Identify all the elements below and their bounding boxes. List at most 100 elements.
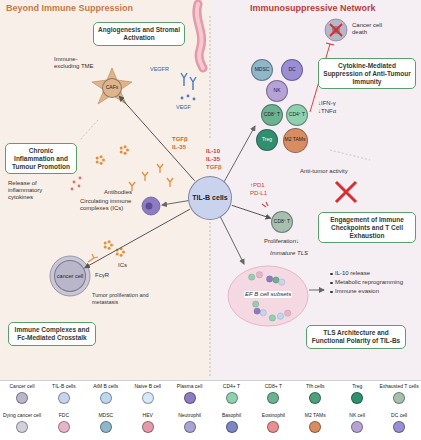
legend-label: CD8+ T xyxy=(265,384,282,390)
legend-item: Plasma cell xyxy=(169,384,211,404)
legend-label: DC cell xyxy=(391,413,407,419)
annotation: Tumor proliferation and metastasis xyxy=(92,292,154,305)
legend-swatch xyxy=(16,392,28,404)
box-text: Angiogenesis and Stromal Activation xyxy=(98,26,180,42)
annotation: IL-35 xyxy=(206,156,220,163)
connector xyxy=(119,96,194,181)
legend: Cancer cell TIL-B cells AtM B cells Naive B… xyxy=(0,380,421,440)
complex-dot xyxy=(108,240,111,243)
annotation: PD-L1 xyxy=(250,190,267,197)
legend-item: Exhausted T cells xyxy=(378,384,420,404)
tls-cell xyxy=(279,279,285,285)
annotation: Immune evasion xyxy=(330,288,379,295)
annotation: ↓IFN-γ xyxy=(318,100,336,107)
center-cell: TIL-B cells xyxy=(188,176,232,220)
cell-label: Treg xyxy=(262,137,272,143)
legend-swatch xyxy=(58,421,70,433)
annotation: ↓TNFα xyxy=(318,108,336,115)
topic-box: Chronic Inflammation and Tumour Promotio… xyxy=(5,143,77,174)
tls-cell xyxy=(260,310,266,316)
legend-item: NK cell xyxy=(336,413,378,433)
tls-cell xyxy=(254,308,260,314)
legend-label: TIL-B cells xyxy=(52,384,76,390)
annotation: Proliferation↓ xyxy=(264,238,299,245)
legend-swatch xyxy=(58,392,70,404)
checkpoint-receptor xyxy=(262,202,268,207)
connector xyxy=(85,209,190,268)
legend-swatch xyxy=(351,421,363,433)
complex-dot xyxy=(124,152,127,155)
cell-node: Treg xyxy=(256,129,278,151)
legend-item: AtM B cells xyxy=(85,384,127,404)
legend-item: CD4+ T xyxy=(211,384,253,404)
cell-node: DC xyxy=(281,59,303,81)
legend-item: Treg xyxy=(336,384,378,404)
legend-item: HEV xyxy=(127,413,169,433)
antibody xyxy=(142,172,148,181)
legend-item: Cancer cell xyxy=(1,384,43,404)
annotation: Immature TLS xyxy=(270,250,308,257)
caf-body xyxy=(92,68,132,104)
annotation: VEGFR xyxy=(150,66,169,73)
legend-label: Naive B cell xyxy=(134,384,160,390)
cell-label: CAFs xyxy=(106,85,119,91)
annotation: ↑PD1 xyxy=(250,182,265,189)
complex-dot xyxy=(120,146,123,149)
cell-label: NK xyxy=(274,88,281,94)
topic-box: Immune Complexes and Fc-Mediated Crossta… xyxy=(8,322,96,346)
legend-item: Neutrophil xyxy=(169,413,211,433)
legend-swatch xyxy=(184,392,196,404)
cell-label: CD8⁺ T xyxy=(264,112,280,118)
legend-label: Cancer cell xyxy=(9,384,34,390)
legend-swatch xyxy=(226,421,238,433)
annotation: IL-10 release xyxy=(330,270,370,277)
annotation: Immune-excluding TME xyxy=(54,56,98,70)
cancer-cell-icon xyxy=(325,19,347,41)
legend-label: Exhausted T cells xyxy=(379,384,418,390)
plasma-cell xyxy=(142,197,160,215)
complex-dot xyxy=(104,241,107,244)
legend-swatch xyxy=(100,392,112,404)
legend-label: AtM B cells xyxy=(93,384,118,390)
big-cross xyxy=(336,182,356,202)
cell-node: CD8⁺ T xyxy=(261,104,283,126)
tls-structure xyxy=(228,266,308,326)
cell-label: cancer cell xyxy=(57,273,83,279)
tls-cell xyxy=(269,315,275,321)
legend-item: MDSC xyxy=(85,413,127,433)
legend-swatch xyxy=(393,421,405,433)
vegf-dots xyxy=(181,95,196,101)
annotation: VEGF xyxy=(176,104,191,111)
cell-label: CD4⁺ T xyxy=(289,112,305,118)
complex-dot xyxy=(100,162,103,165)
cross-mark xyxy=(330,24,342,36)
legend-swatch xyxy=(100,421,112,433)
antibody xyxy=(157,164,163,173)
annotation: Release of inflammatory cytokines xyxy=(8,180,64,202)
vessel xyxy=(197,4,203,68)
left-ground xyxy=(0,0,210,380)
legend-label: Dying cancer cell xyxy=(3,413,41,419)
vegfr-receptor xyxy=(181,73,196,90)
cell-node: cancer cell xyxy=(54,260,86,292)
divider xyxy=(210,222,211,378)
legend-swatch xyxy=(142,421,154,433)
annotation: Antibodies xyxy=(104,189,132,196)
legend-label: Basophil xyxy=(222,413,241,419)
legend-item: Eosinophil xyxy=(252,413,294,433)
antibody-group xyxy=(129,164,173,191)
arrow xyxy=(309,290,324,291)
cell-label: MDSC xyxy=(255,67,270,73)
legend-label: MDSC xyxy=(98,413,113,419)
complex-dot xyxy=(102,159,105,162)
legend-item: Naive B cell xyxy=(127,384,169,404)
cell-node: CAFs xyxy=(102,78,122,98)
annotation: TGFβ xyxy=(206,164,222,171)
legend-swatch xyxy=(142,392,154,404)
complex-dot xyxy=(100,155,103,158)
complex-dot xyxy=(104,246,107,249)
box-text: Engagement of Immune Checkpoints and T C… xyxy=(323,216,411,239)
topic-box: TLS Architecture and Functional Polarity… xyxy=(306,325,406,349)
section-heading: Beyond Immune Suppression xyxy=(6,3,133,14)
legend-swatch xyxy=(16,421,28,433)
